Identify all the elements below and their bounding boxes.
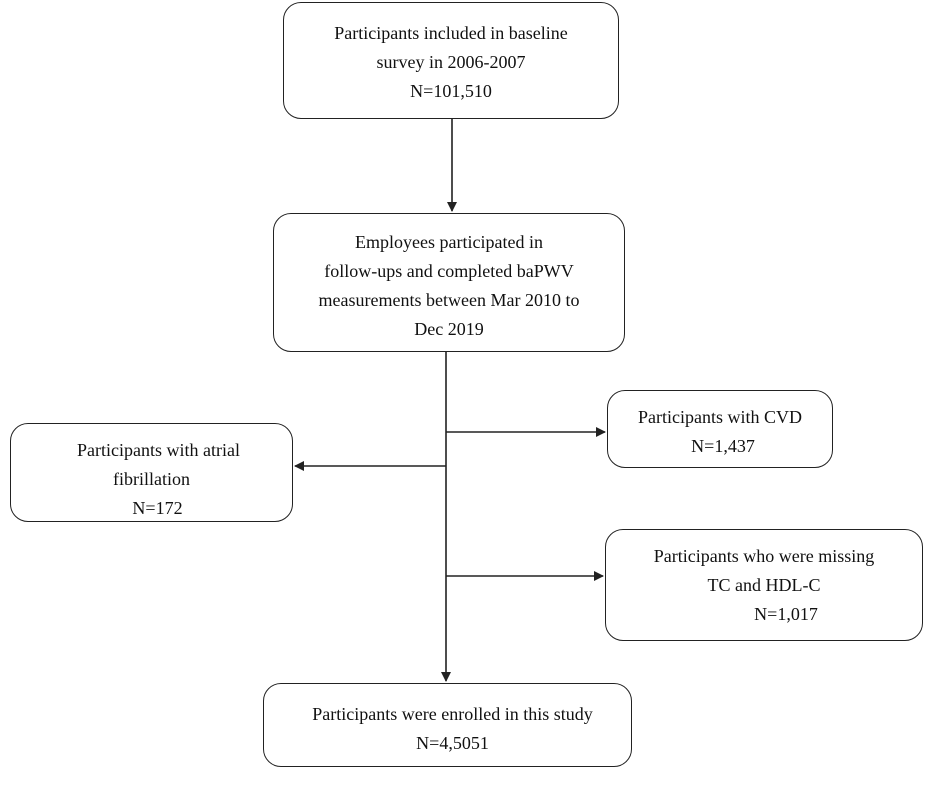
node-count: N=172 — [132, 498, 183, 518]
node-text-line: Employees participated in — [355, 232, 543, 252]
node-text-line: fibrillation — [113, 469, 190, 489]
node-count: N=1,437 — [691, 436, 755, 456]
node-text-line: Participants who were missing — [653, 546, 875, 566]
node-text-line: follow-ups and completed baPWV — [324, 261, 574, 281]
node-text-line: survey in 2006-2007 — [376, 52, 526, 72]
node-text-line: TC and HDL-C — [707, 575, 821, 595]
node-count: N=1,017 — [754, 604, 818, 624]
node-text-line: measurements between Mar 2010 to — [318, 290, 580, 310]
baseline-participants-box: Participants included in baseline survey… — [283, 2, 619, 119]
node-count: N=4,5051 — [416, 733, 489, 753]
node-text-line: Dec 2019 — [414, 319, 484, 339]
node-text-line: Participants with CVD — [638, 407, 802, 427]
cvd-exclusion-box: Participants with CVD N=1,437 — [607, 390, 833, 468]
missing-lipids-exclusion-box: Participants who were missing TC and HDL… — [605, 529, 923, 641]
node-text-line: Participants with atrial — [77, 440, 240, 460]
node-count: N=101,510 — [410, 81, 492, 101]
atrial-fibrillation-exclusion-box: Participants with atrial fibrillation N=… — [10, 423, 293, 522]
node-text-line: Participants were enrolled in this study — [312, 704, 593, 724]
node-text-line: Participants included in baseline — [334, 23, 568, 43]
enrolled-participants-box: Participants were enrolled in this study… — [263, 683, 632, 767]
follow-up-employees-box: Employees participated in follow-ups and… — [273, 213, 625, 352]
